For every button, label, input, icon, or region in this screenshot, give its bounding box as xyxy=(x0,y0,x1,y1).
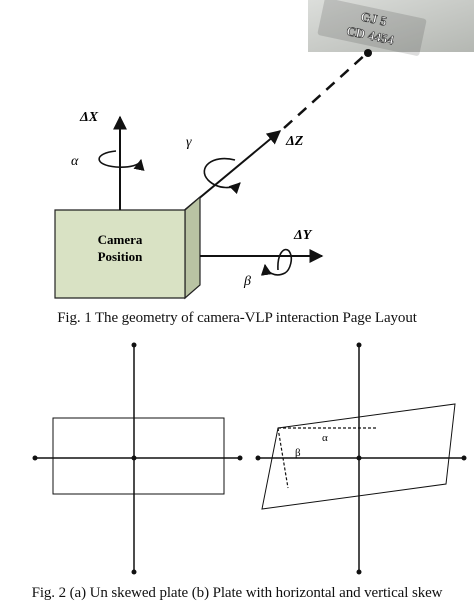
z-axis-arrow xyxy=(184,130,282,211)
plate-skew-diagram: α β xyxy=(32,342,467,575)
figure-2-caption: Fig. 2 (a) Un skewed plate (b) Plate wit… xyxy=(31,585,443,601)
axis-endpoint xyxy=(255,455,261,461)
camera-geometry-diagram: GJ 5 CD 4454 Camera Position ΔX α γ ΔZ Δ… xyxy=(54,0,474,300)
skew-beta-label: β xyxy=(295,447,301,459)
plate-point xyxy=(364,49,372,57)
beta-rotation-arrow xyxy=(260,248,293,276)
axis-endpoint xyxy=(131,342,137,348)
unskewed-plate-panel xyxy=(32,342,243,575)
camera-position-box: Camera Position xyxy=(54,195,201,300)
line-of-sight xyxy=(283,53,367,129)
alpha-label: α xyxy=(71,154,79,169)
gamma-label: γ xyxy=(186,135,192,150)
skewed-plate-quadrilateral xyxy=(261,403,456,510)
alpha-rotation-arrow xyxy=(98,150,145,171)
axis-endpoint xyxy=(461,455,467,461)
camera-box-label-line2: Position xyxy=(98,249,144,264)
axis-endpoint xyxy=(32,455,38,461)
y-axis-label: ΔY xyxy=(293,228,313,243)
axis-endpoint xyxy=(356,342,362,348)
license-plate-image: GJ 5 CD 4454 xyxy=(308,0,474,56)
axis-endpoint xyxy=(237,455,243,461)
x-axis-label: ΔX xyxy=(79,110,99,125)
skew-alpha-label: α xyxy=(322,432,328,444)
axis-endpoint xyxy=(131,569,137,575)
axis-endpoint xyxy=(356,569,362,575)
vertical-skew-reference xyxy=(277,427,289,489)
origin-point xyxy=(131,455,137,461)
plate-text-line1: GJ 5 xyxy=(359,9,388,29)
figure-1-caption: Fig. 1 The geometry of camera-VLP intera… xyxy=(57,310,417,326)
beta-label: β xyxy=(243,274,251,289)
z-axis-label: ΔZ xyxy=(285,134,304,149)
camera-box-label-line1: Camera xyxy=(98,232,143,247)
gamma-rotation-arrow xyxy=(203,157,241,195)
unskewed-plate-rectangle xyxy=(52,417,225,495)
origin-point xyxy=(356,455,362,461)
skewed-plate-panel: α β xyxy=(255,342,467,575)
